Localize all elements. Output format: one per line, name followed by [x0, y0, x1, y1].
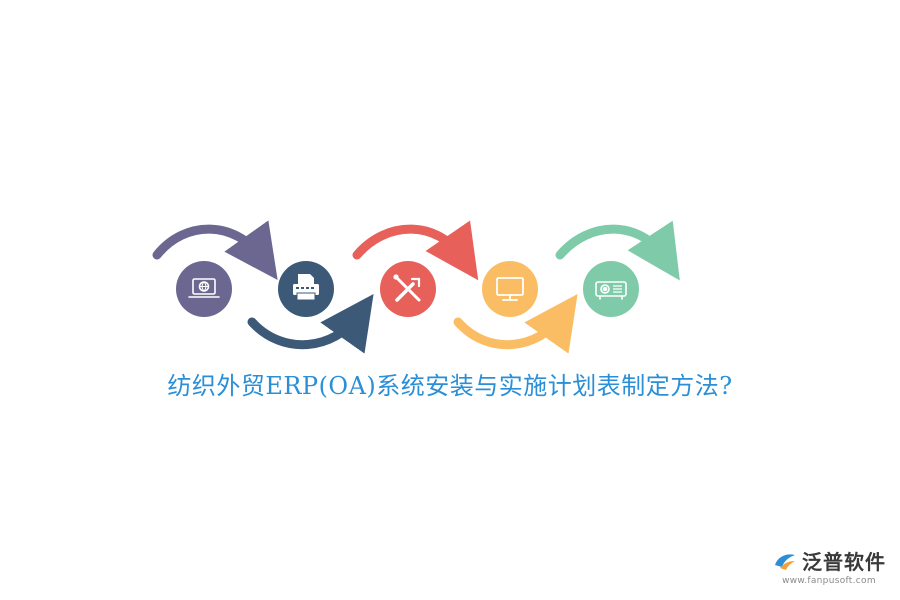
fanpu-logo-icon [775, 553, 795, 570]
flow-arrow-3 [352, 220, 479, 281]
printer-icon [293, 274, 319, 301]
monitor-icon [496, 277, 524, 301]
step-1 [176, 261, 232, 317]
flow-arrow-1 [152, 220, 278, 280]
wrench-screwdriver-icon [393, 274, 421, 302]
page-title: 纺织外贸ERP(OA)系统安装与实施计划表制定方法? [167, 372, 733, 400]
step-5-circle [583, 261, 639, 317]
projector-icon [595, 281, 627, 300]
flow-arrow-2 [247, 293, 374, 354]
laptop-globe-icon [188, 278, 220, 298]
step-1-circle [176, 261, 232, 317]
step-2 [278, 261, 334, 317]
step-3 [380, 261, 436, 317]
brand-url: www.fanpusoft.com [782, 576, 876, 586]
brand-name: 泛普软件 [802, 550, 886, 574]
brand-watermark: 泛普软件 www.fanpusoft.com [772, 546, 886, 586]
step-4 [482, 261, 538, 317]
flow-arrow-4 [453, 293, 578, 354]
step-4-circle [482, 261, 538, 317]
flow-arrow-5 [555, 220, 680, 281]
step-5 [583, 261, 639, 317]
